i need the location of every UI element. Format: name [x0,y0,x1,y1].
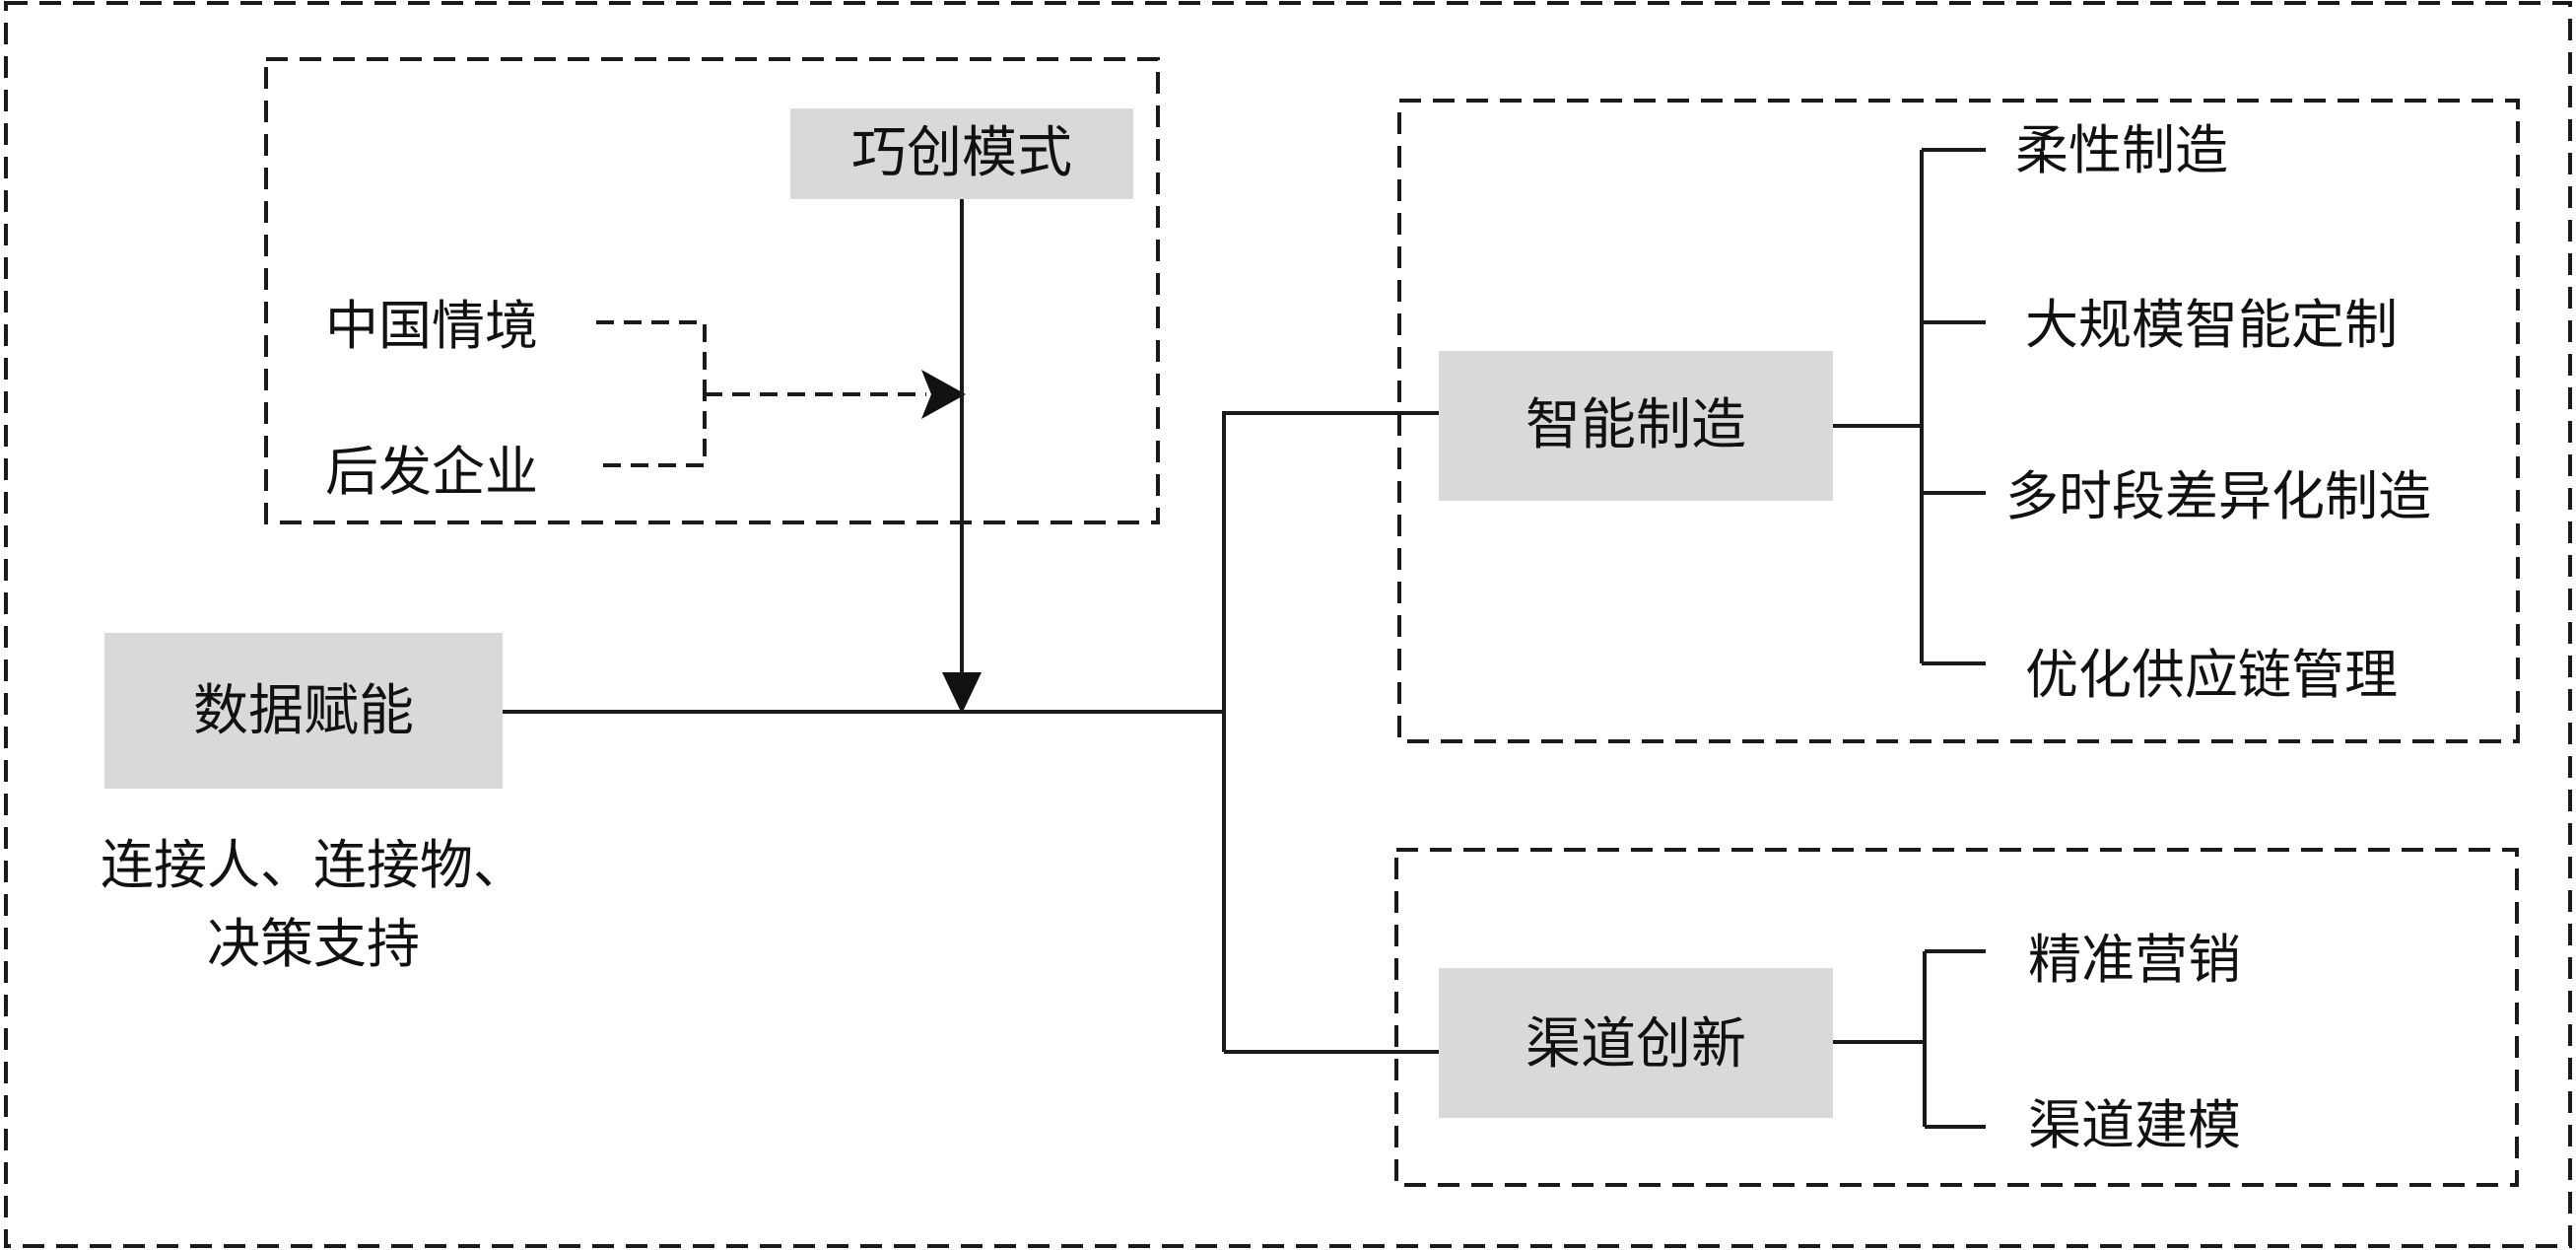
smart-item-1: 柔性制造 [2015,119,2228,181]
qiaochuang-label: 巧创模式 [851,121,1072,185]
smart-item-2: 大规模智能定制 [2025,294,2398,356]
latecomer-label: 后发企业 [325,441,538,503]
smart-group-frame [1397,99,2520,743]
channel-item-2: 渠道建模 [2028,1094,2241,1156]
data-empower-label: 数据赋能 [193,679,414,743]
data-empower-box [104,633,503,789]
channel-item-1: 精准营销 [2028,929,2241,991]
outer-frame [4,1,2572,1248]
data-desc-line2: 决策支持 [207,913,420,975]
latecomer-connector [603,394,707,467]
mode-group-frame [264,57,1160,524]
smart-item-4: 优化供应链管理 [2025,644,2398,706]
smart-box [1439,351,1833,501]
channel-label: 渠道创新 [1525,1012,1746,1076]
smart-item-3: 多时段差异化制造 [2005,465,2431,527]
channel-group-frame [1394,848,2519,1187]
context-label: 中国情境 [325,295,538,357]
moderating-arrowhead [921,370,966,419]
mode-arrowhead [942,672,982,714]
smart-label: 智能制造 [1525,393,1746,457]
qiaochuang-box [790,108,1133,199]
data-desc-line1: 连接人、连接物、 [101,834,526,896]
channel-box [1439,968,1833,1118]
context-connector [596,320,707,394]
